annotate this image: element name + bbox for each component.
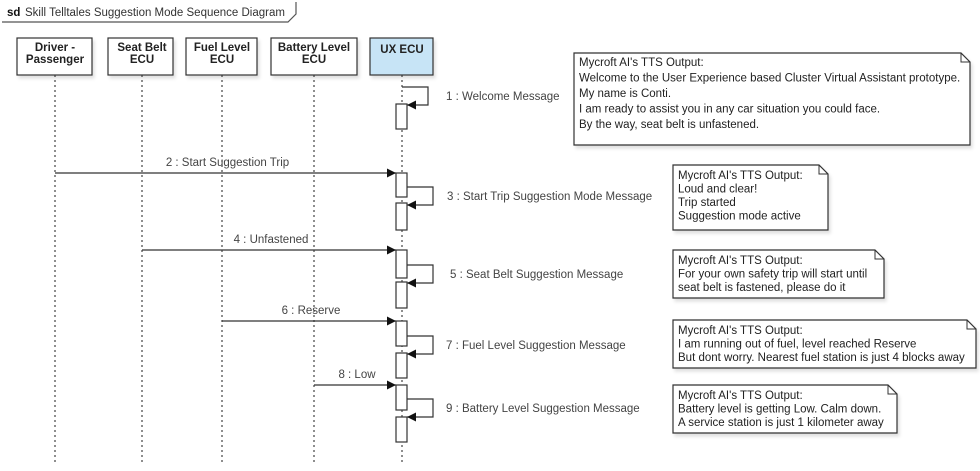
- activation-bar: [395, 281, 408, 309]
- note-heading: Mycroft AI's TTS Output:: [678, 255, 803, 267]
- message-1: 1 : Welcome Message: [402, 86, 560, 110]
- participant-label: Driver -: [35, 42, 75, 54]
- note-fold-corner: [966, 320, 976, 330]
- note-heading: Mycroft AI's TTS Output:: [678, 170, 803, 182]
- message-label: 9 : Battery Level Suggestion Message: [446, 403, 640, 415]
- tts-note: Mycroft AI's TTS Output: For your own saf…: [672, 249, 885, 299]
- activation-bar: [395, 320, 408, 347]
- activation-bar: [395, 384, 408, 411]
- note-fold-corner: [887, 385, 897, 395]
- tts-note: Mycroft AI's TTS Output: I am running out…: [672, 319, 977, 369]
- note-line: I am running out of fuel, level reached …: [678, 339, 916, 351]
- note-line: But dont worry. Nearest fuel station is …: [678, 352, 965, 364]
- self-message-arrow: [407, 186, 434, 210]
- note-line: Welcome to the User Experience based Clu…: [579, 73, 960, 85]
- participant-label: Passenger: [26, 54, 85, 66]
- activation-bar: [395, 249, 408, 279]
- participant-box[interactable]: [16, 37, 93, 76]
- tts-note: Mycroft AI's TTS Output: Loud and clear!T…: [672, 164, 829, 231]
- participant-label: Fuel Level: [194, 42, 250, 54]
- activation-bar: [395, 103, 408, 130]
- message-7: 7 : Fuel Level Suggestion Message: [407, 335, 626, 359]
- participant-box[interactable]: [107, 37, 174, 76]
- note-box: [573, 52, 971, 146]
- note-box: [672, 249, 885, 299]
- messages: 1 : Welcome Message 2 : Start Suggestion …: [55, 86, 652, 422]
- message-8: 8 : Low: [314, 369, 396, 390]
- note-heading: Mycroft AI's TTS Output:: [678, 325, 803, 337]
- activation-bar: [395, 352, 408, 379]
- note-line: seat belt is fastened, please do it: [678, 282, 846, 294]
- frame-title: Skill Telltales Suggestion Mode Sequence…: [25, 7, 285, 19]
- message-5: 5 : Seat Belt Suggestion Message: [407, 264, 623, 288]
- participant-box[interactable]: [185, 37, 258, 76]
- message-label: 6 : Reserve: [282, 305, 341, 317]
- message-9: 9 : Battery Level Suggestion Message: [407, 398, 640, 422]
- note-line: My name is Conti.: [579, 88, 671, 100]
- message-label: 4 : Unfastened: [234, 234, 309, 246]
- lifelines: [54, 75, 403, 462]
- frame-header: sd Skill Telltales Suggestion Mode Seque…: [2, 2, 297, 23]
- activations: [395, 103, 408, 443]
- note-line: Trip started: [678, 197, 736, 209]
- participant-driver[interactable]: Driver -Passenger: [16, 37, 93, 76]
- self-message-arrow: [407, 264, 434, 288]
- note-line: Suggestion mode active: [678, 211, 801, 223]
- note-line: For your own safety trip will start unti…: [678, 269, 867, 281]
- participant-label: ECU: [210, 54, 234, 66]
- message-label: 8 : Low: [338, 369, 376, 381]
- message-label: 7 : Fuel Level Suggestion Message: [446, 340, 626, 352]
- participant-ux[interactable]: UX ECU: [369, 37, 434, 76]
- participant-box[interactable]: [369, 37, 434, 76]
- message-2: 2 : Start Suggestion Trip: [55, 157, 396, 178]
- frame-tab-outline: [2, 2, 297, 23]
- note-heading: Mycroft AI's TTS Output:: [579, 57, 704, 69]
- message-4: 4 : Unfastened: [142, 234, 396, 255]
- activation-bar: [395, 416, 408, 443]
- note-line: Loud and clear!: [678, 184, 757, 196]
- frame-keyword: sd: [7, 7, 20, 19]
- note-box: [672, 164, 829, 231]
- note-fold-corner: [818, 165, 828, 175]
- self-message-arrow: [407, 398, 434, 422]
- message-label: 3 : Start Trip Suggestion Mode Message: [447, 191, 652, 203]
- tts-note: Mycroft AI's TTS Output: Battery level is…: [672, 384, 898, 434]
- participant-label: Battery Level: [278, 42, 350, 54]
- note-box: [672, 384, 898, 434]
- note-heading: Mycroft AI's TTS Output:: [678, 390, 803, 402]
- participant-label: ECU: [130, 54, 154, 66]
- activation-bar: [395, 202, 408, 231]
- tts-note: Mycroft AI's TTS Output: Welcome to the U…: [573, 52, 971, 146]
- note-line: A service station is just 1 kilometer aw…: [678, 417, 884, 429]
- note-line: Battery level is getting Low. Calm down.: [678, 404, 881, 416]
- notes: Mycroft AI's TTS Output: Welcome to the U…: [573, 52, 977, 434]
- note-fold-corner: [960, 53, 970, 63]
- message-label: 1 : Welcome Message: [446, 91, 560, 103]
- note-line: By the way, seat belt is unfastened.: [579, 119, 759, 131]
- participant-label: ECU: [302, 54, 326, 66]
- note-box: [672, 319, 977, 369]
- self-message-arrow: [402, 86, 429, 110]
- participant-label: Seat Belt: [117, 42, 166, 54]
- message-3: 3 : Start Trip Suggestion Mode Message: [407, 186, 652, 210]
- note-fold-corner: [874, 250, 884, 260]
- participant-box[interactable]: [270, 37, 358, 76]
- message-label: 5 : Seat Belt Suggestion Message: [450, 269, 623, 281]
- participant-label: UX ECU: [380, 44, 423, 56]
- message-label: 2 : Start Suggestion Trip: [166, 157, 289, 169]
- activation-bar: [395, 172, 408, 198]
- message-6: 6 : Reserve: [222, 305, 396, 326]
- note-line: I am ready to assist you in any car situ…: [579, 104, 880, 116]
- self-message-arrow: [407, 335, 434, 359]
